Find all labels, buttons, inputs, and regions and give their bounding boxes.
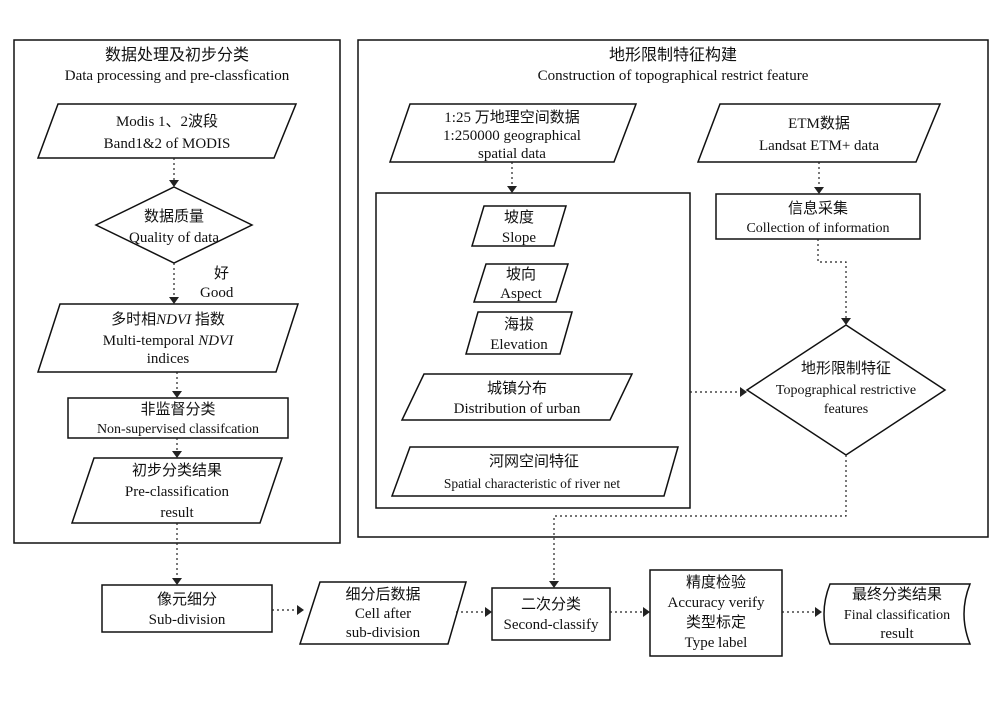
arrowhead-modis-to-quality (169, 180, 179, 187)
svg-text:Distribution of urban: Distribution of urban (454, 401, 581, 417)
arrowhead-subdivision-to-cell (297, 605, 304, 615)
arrowhead-nonsupervised-to-preclass (172, 451, 182, 458)
svg-text:Sub-division: Sub-division (149, 612, 226, 628)
svg-text:Accuracy verify: Accuracy verify (667, 595, 765, 611)
pre-classification-result-node: 初步分类结果 Pre-classification result (70, 457, 284, 524)
svg-text:sub-division: sub-division (346, 625, 421, 641)
svg-text:Landsat ETM+ data: Landsat ETM+ data (759, 138, 879, 154)
geographic-spatial-data-node: 1:25 万地理空间数据 1:250000 geographical spati… (388, 103, 638, 163)
non-supervised-classification-node: 非监督分类 Non-supervised classifcation (67, 397, 289, 439)
left-panel-title-en: Data processing and pre-classfication (65, 68, 290, 84)
svg-text:精度检验: 精度检验 (686, 574, 746, 591)
svg-text:地形限制特征: 地形限制特征 (801, 360, 891, 377)
arrowhead-preclass-to-subdivision (172, 578, 182, 585)
svg-text:Band1&2 of MODIS: Band1&2 of MODIS (104, 136, 231, 152)
data-quality-decision: 数据质量 Quality of data (94, 186, 254, 264)
left-panel-title: 数据处理及初步分类 Data processing and pre-classf… (65, 46, 290, 84)
svg-text:Cell after: Cell after (355, 606, 411, 622)
svg-text:像元细分: 像元细分 (157, 591, 217, 608)
right-panel-frame (357, 39, 989, 538)
arrowhead-ndvi-to-nonsupervised (172, 391, 182, 398)
sub-division-node: 像元细分 Sub-division (101, 584, 273, 633)
information-collection-node: 信息采集 Collection of information (715, 193, 921, 240)
svg-text:二次分类: 二次分类 (521, 596, 581, 613)
svg-text:城镇分布: 城镇分布 (487, 380, 547, 397)
svg-text:result: result (880, 626, 914, 642)
svg-text:类型标定: 类型标定 (686, 614, 746, 631)
arrowhead-quality-to-ndvi (169, 297, 179, 304)
ndvi-indices-node: 多时相NDVI 指数 Multi-temporal NDVI indices (36, 303, 300, 373)
svg-text:ETM数据: ETM数据 (788, 115, 850, 132)
river-net-node: 河网空间特征 Spatial characteristic of river n… (390, 446, 679, 497)
svg-text:Collection of information: Collection of information (746, 221, 889, 236)
svg-text:最终分类结果: 最终分类结果 (852, 586, 942, 603)
aspect-node: 坡向 Aspect (472, 263, 570, 303)
arrowhead-topo-to-second-classify (549, 581, 559, 588)
svg-text:Topographical restrictive: Topographical restrictive (776, 383, 916, 398)
second-classify-node: 二次分类 Second-classify (491, 587, 611, 641)
connector-collection-to-topo (817, 239, 847, 318)
accuracy-verify-node: 精度检验 Accuracy verify 类型标定 Type label (649, 569, 783, 657)
svg-text:好: 好 (214, 265, 229, 282)
svg-text:Elevation: Elevation (490, 337, 548, 353)
svg-text:细分后数据: 细分后数据 (345, 586, 420, 603)
cell-after-subdivision-node: 细分后数据 Cell after sub-division (298, 581, 467, 645)
left-panel-title-cn: 数据处理及初步分类 (105, 46, 249, 64)
right-panel-title-cn: 地形限制特征构建 (609, 46, 737, 64)
final-classification-result-node: 最终分类结果 Final classification result (823, 583, 972, 645)
arrowhead-etm-to-collection (814, 187, 824, 194)
svg-text:数据质量: 数据质量 (144, 208, 204, 225)
arrowhead-collection-to-topo (841, 318, 851, 325)
svg-text:Second-classify: Second-classify (504, 617, 599, 633)
svg-text:Non-supervised classifcation: Non-supervised classifcation (97, 422, 259, 437)
elevation-node: 海拔 Elevation (465, 311, 573, 355)
svg-text:信息采集: 信息采集 (788, 200, 848, 217)
urban-distribution-node: 城镇分布 Distribution of urban (400, 373, 634, 421)
svg-text:河网空间特征: 河网空间特征 (489, 453, 579, 470)
svg-text:Good: Good (200, 285, 234, 301)
svg-text:Spatial characteristic of rive: Spatial characteristic of river net (444, 476, 620, 491)
svg-text:Type label: Type label (685, 635, 748, 651)
svg-text:Multi-temporal NDVI: Multi-temporal NDVI (103, 333, 234, 349)
svg-text:1:25 万地理空间数据: 1:25 万地理空间数据 (444, 109, 579, 126)
svg-text:初步分类结果: 初步分类结果 (132, 462, 222, 479)
svg-text:海拔: 海拔 (504, 316, 534, 333)
arrowhead-second-classify-to-accuracy (643, 607, 650, 617)
svg-text:非监督分类: 非监督分类 (140, 401, 215, 418)
terrain-factors-frame (375, 192, 691, 509)
etm-data-node: ETM数据 Landsat ETM+ data (696, 103, 942, 163)
svg-text:Final classification: Final classification (844, 608, 950, 623)
svg-text:Quality of data: Quality of data (129, 230, 219, 246)
arrowhead-geo-to-factors (507, 186, 517, 193)
svg-text:多时相NDVI 指数: 多时相NDVI 指数 (111, 311, 225, 328)
topographical-features-decision: 地形限制特征 Topographical restrictive feature… (745, 324, 947, 456)
good-branch-label: 好 Good (200, 265, 234, 301)
svg-text:indices: indices (147, 351, 190, 367)
svg-text:Pre-classification: Pre-classification (125, 484, 230, 500)
modis-bands-node: Modis 1、2波段 Band1&2 of MODIS (36, 103, 298, 159)
arrowhead-accuracy-to-final (815, 607, 822, 617)
arrowhead-cell-to-second-classify (485, 607, 492, 617)
svg-text:result: result (160, 505, 194, 521)
svg-text:坡度: 坡度 (504, 209, 534, 226)
svg-text:Aspect: Aspect (500, 286, 542, 302)
svg-text:Slope: Slope (502, 230, 537, 246)
right-panel-title-en: Construction of topographical restrict f… (538, 68, 809, 84)
connector-topo-to-second-classify (553, 455, 847, 581)
arrowhead-factors-to-topo (740, 387, 747, 397)
right-panel-title: 地形限制特征构建 Construction of topographical r… (538, 46, 809, 84)
svg-text:spatial data: spatial data (478, 146, 546, 162)
svg-text:features: features (824, 402, 868, 417)
svg-text:Modis 1、2波段: Modis 1、2波段 (116, 113, 218, 130)
slope-node: 坡度 Slope (470, 205, 568, 247)
svg-text:1:250000 geographical: 1:250000 geographical (443, 128, 581, 144)
svg-text:坡向: 坡向 (506, 266, 536, 283)
